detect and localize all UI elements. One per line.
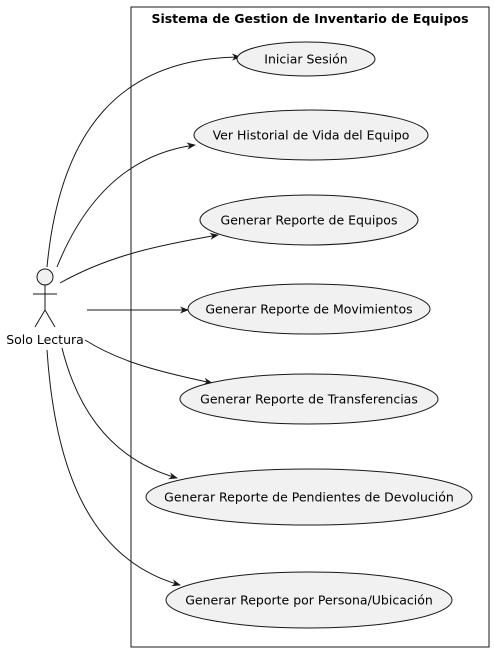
use-case-login: Iniciar Sesión xyxy=(236,41,376,77)
use-case-rep-pendientes: Generar Reporte de Pendientes de Devoluc… xyxy=(145,468,473,526)
use-case-rep-persona: Generar Reporte por Persona/Ubicación xyxy=(165,571,453,629)
associations xyxy=(46,53,241,587)
use-case-rep-movimientos: Generar Reporte de Movimientos xyxy=(187,283,431,335)
association-arrow-rep-pendientes xyxy=(61,347,178,480)
use-case-label: Iniciar Sesión xyxy=(264,52,347,67)
use-case-label: Generar Reporte de Transferencias xyxy=(200,392,418,407)
use-case-label: Generar Reporte de Pendientes de Devoluc… xyxy=(164,490,454,505)
association-arrow-rep-equipos xyxy=(59,232,219,284)
association-arrow-rep-transferencias xyxy=(84,339,213,385)
use-case-label: Ver Historial de Vida del Equipo xyxy=(213,128,410,143)
association-arrow-historial xyxy=(56,142,196,268)
actor-label: Solo Lectura xyxy=(6,332,84,347)
use-case-label: Generar Reporte de Equipos xyxy=(221,213,398,228)
system-title: Sistema de Gestion de Inventario de Equi… xyxy=(151,11,468,26)
actor-stick-figure xyxy=(33,268,57,328)
association-arrow-rep-persona xyxy=(46,349,181,587)
use-case-label: Generar Reporte por Persona/Ubicación xyxy=(185,593,433,608)
use-case-rep-equipos: Generar Reporte de Equipos xyxy=(199,194,419,246)
association-arrow-login xyxy=(46,53,241,268)
use-case-historial: Ver Historial de Vida del Equipo xyxy=(193,109,429,161)
use-case-rep-transferencias: Generar Reporte de Transferencias xyxy=(179,373,439,425)
use-case-label: Generar Reporte de Movimientos xyxy=(205,302,412,317)
